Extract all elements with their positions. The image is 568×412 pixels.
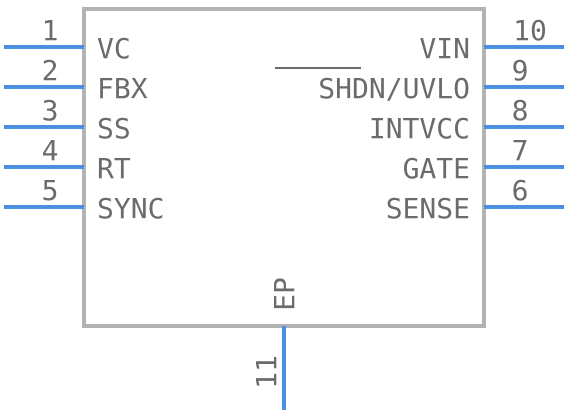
pin-name: SHDN/UVLO <box>318 72 470 105</box>
pin-name: RT <box>97 152 131 185</box>
ic-body <box>82 7 486 328</box>
left-pin-4: 4 RT <box>4 134 131 185</box>
pin-name: INTVCC <box>369 112 470 145</box>
pin-number: 9 <box>512 54 529 87</box>
pin-name: EP <box>268 277 301 311</box>
pin-name: VC <box>97 32 131 65</box>
right-pin-7: 7 GATE <box>403 134 564 185</box>
pin-number: 3 <box>42 94 59 127</box>
right-pin-6: 6 SENSE <box>386 174 564 225</box>
pin-number: 10 <box>513 14 547 47</box>
pin-number: 2 <box>42 54 59 87</box>
pin-number: 6 <box>512 174 529 207</box>
left-pin-3: 3 SS <box>4 94 131 145</box>
left-pin-2: 2 FBX <box>4 54 148 105</box>
bottom-pin-11: 11 EP <box>250 277 301 410</box>
pin-number: 11 <box>250 355 283 389</box>
pin-number: 5 <box>42 174 59 207</box>
pin-number: 7 <box>512 134 529 167</box>
pin-name: GATE <box>403 152 470 185</box>
left-pin-5: 5 SYNC <box>4 174 164 225</box>
right-pin-10: 10 VIN <box>419 14 564 65</box>
pin-name: SYNC <box>97 192 164 225</box>
pin-name: SENSE <box>386 192 470 225</box>
left-pin-1: 1 VC <box>4 14 131 65</box>
pin-number: 1 <box>42 14 59 47</box>
right-pin-8: 8 INTVCC <box>369 94 564 145</box>
pin-number: 4 <box>42 134 59 167</box>
pin-name: SS <box>97 112 131 145</box>
pin-name: FBX <box>97 72 148 105</box>
right-pin-9: 9 SHDN/UVLO <box>275 54 564 105</box>
pin-name: VIN <box>419 32 470 65</box>
pin-number: 8 <box>512 94 529 127</box>
